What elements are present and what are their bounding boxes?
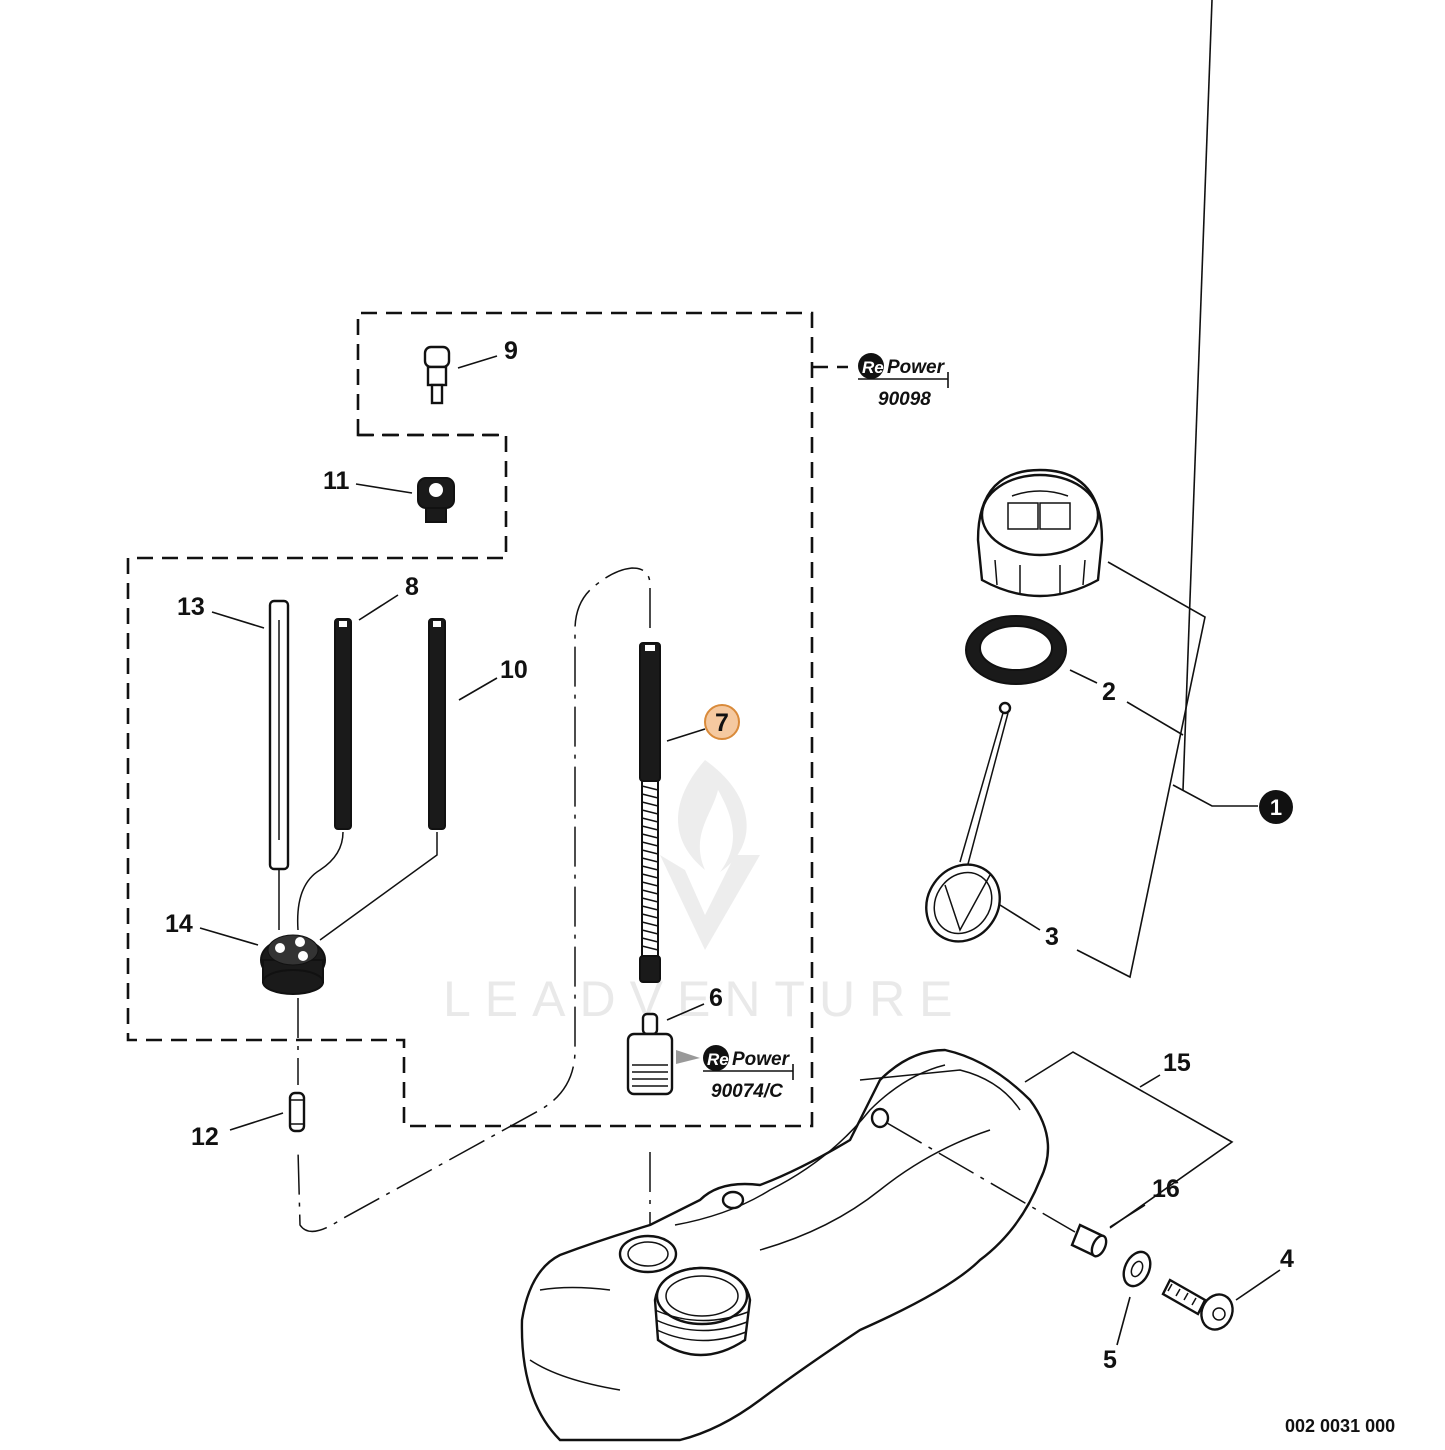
repower-power-label: Power — [732, 1049, 791, 1070]
callout-5: 5 — [1103, 1346, 1117, 1374]
callout-10: 10 — [500, 656, 528, 684]
part-12-connector[interactable] — [288, 1091, 306, 1133]
part-4-screw[interactable] — [1161, 1278, 1238, 1335]
callout-13: 13 — [177, 593, 205, 621]
part-2-gasket[interactable] — [965, 615, 1067, 685]
part-3-strap[interactable] — [911, 701, 1014, 956]
callout-7: 7 — [715, 709, 729, 737]
callout-2: 2 — [1102, 678, 1116, 706]
callout-1-assembly[interactable]: 1 — [1259, 790, 1293, 824]
repower-re-label: Re — [707, 1050, 729, 1069]
repower-re-label: Re — [862, 358, 884, 377]
callout-4: 4 — [1280, 1245, 1294, 1273]
kit-outline-90098 — [126, 311, 848, 1128]
callout-14: 14 — [165, 910, 193, 938]
repower-power-label: Power — [887, 357, 946, 378]
part-cap[interactable] — [976, 468, 1104, 598]
part-10-hose[interactable] — [428, 618, 446, 830]
callout-11: 11 — [323, 467, 350, 495]
part-5-washer[interactable] — [1119, 1248, 1156, 1291]
callout-7-highlighted[interactable]: 7 — [704, 704, 740, 740]
callout-16: 16 — [1152, 1175, 1180, 1203]
drawing-number: 002 0031 000 — [1285, 1416, 1395, 1436]
callout-9: 9 — [504, 337, 518, 365]
part-15-fuel-tank[interactable] — [520, 1048, 1050, 1442]
part-6-fuel-filter[interactable] — [626, 1012, 674, 1096]
repower-kit-90098[interactable]: Re Power 90098 — [858, 353, 949, 410]
callout-12: 12 — [191, 1123, 219, 1151]
callout-3: 3 — [1045, 923, 1059, 951]
part-7-fuel-hose[interactable] — [639, 642, 661, 983]
callout-1: 1 — [1270, 795, 1282, 820]
repower-kit-90074c[interactable]: Re Power 90074/C — [676, 1045, 794, 1102]
callout-8: 8 — [405, 573, 419, 601]
callout-15: 15 — [1163, 1049, 1191, 1077]
watermark: LEADVENTURE — [443, 760, 967, 1027]
part-13-hose[interactable] — [268, 599, 290, 871]
part-14-grommet[interactable] — [260, 934, 326, 995]
part-11-grommet[interactable] — [417, 477, 455, 523]
repower-kit-number: 90074/C — [711, 1081, 783, 1102]
repower-kit-number: 90098 — [878, 389, 931, 410]
part-16-spacer[interactable] — [1070, 1223, 1109, 1259]
part-9-fitting[interactable] — [423, 345, 451, 405]
watermark-text: LEADVENTURE — [443, 971, 967, 1027]
callout-6: 6 — [709, 984, 723, 1012]
part-8-hose[interactable] — [334, 618, 352, 830]
